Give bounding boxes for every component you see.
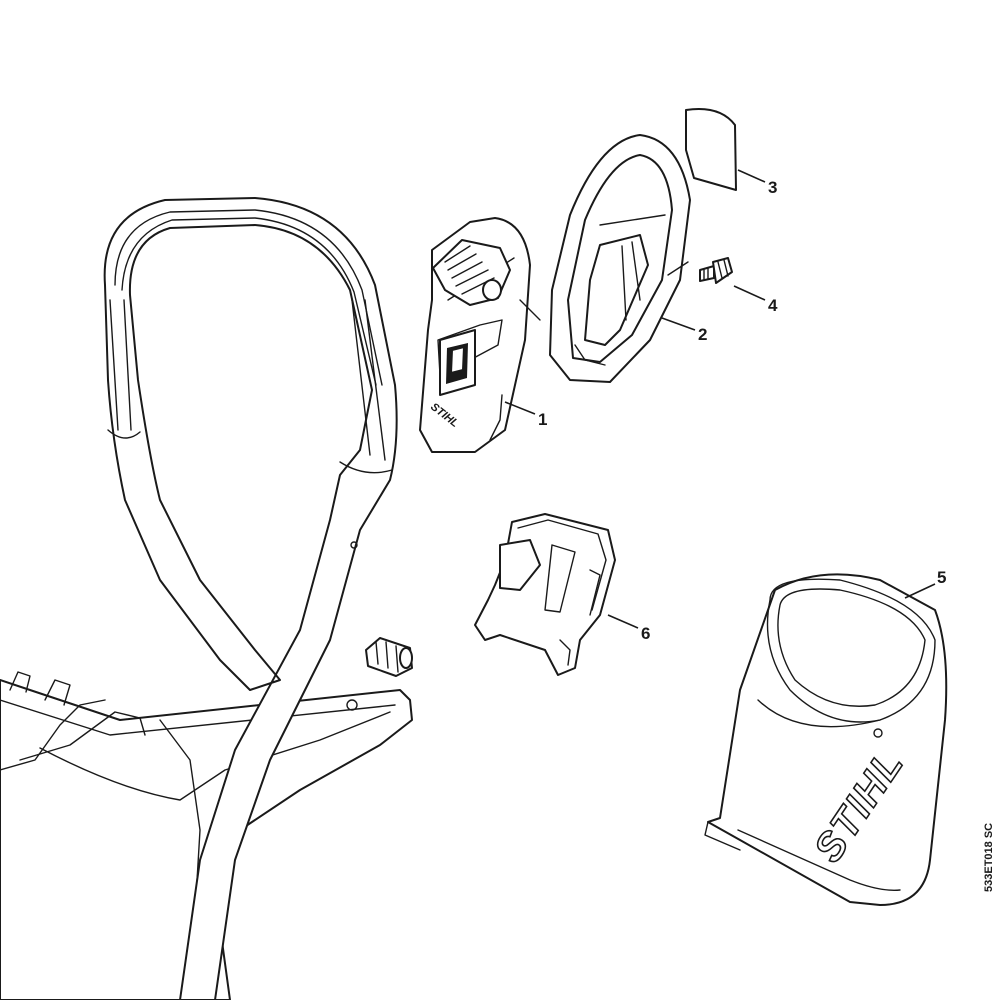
part-4-screw xyxy=(699,257,733,284)
part-1-switch-housing: STIHL xyxy=(419,217,541,453)
part-number-6: 6 xyxy=(641,624,650,643)
part-3-plate xyxy=(685,108,737,191)
fitting xyxy=(365,637,413,677)
leader-line-5 xyxy=(904,583,936,599)
part-6-clip xyxy=(474,513,616,676)
part-5-belt-holster: STIHL xyxy=(704,573,948,906)
part-number-3: 3 xyxy=(768,178,777,197)
loop-handle xyxy=(103,197,398,1000)
part-number-5: 5 xyxy=(937,568,946,587)
leader-line-3 xyxy=(737,169,766,183)
leader-line-1 xyxy=(504,401,536,415)
leader-line-2 xyxy=(661,317,696,331)
leader-line-4 xyxy=(733,285,766,301)
part-number-2: 2 xyxy=(698,325,707,344)
part-number-4: 4 xyxy=(768,296,778,315)
part-2-handle-cover xyxy=(549,134,691,383)
callouts: 1 2 3 4 5 6 xyxy=(504,169,946,643)
leader-line-6 xyxy=(607,614,639,629)
part-number-1: 1 xyxy=(538,410,547,429)
drawing-code: 533ET018 SC xyxy=(983,823,995,892)
